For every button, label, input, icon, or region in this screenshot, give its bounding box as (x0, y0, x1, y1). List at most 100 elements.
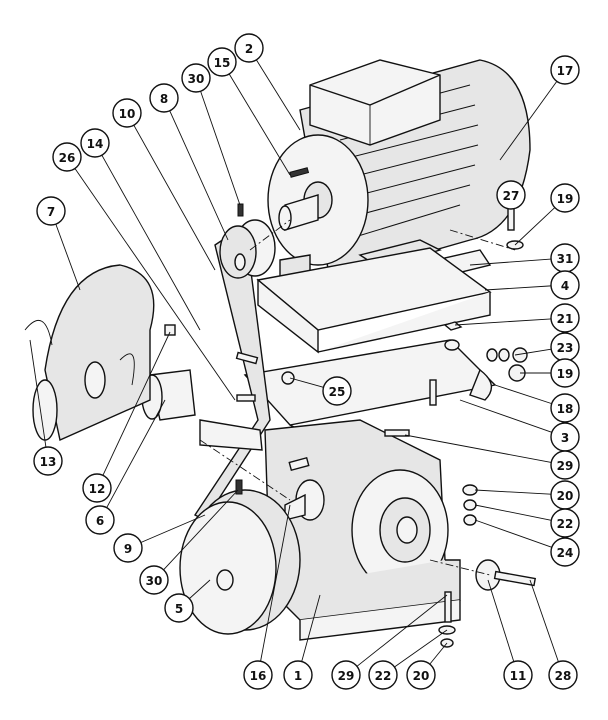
callout-4: 4 (550, 270, 580, 300)
callout-24: 24 (550, 537, 580, 567)
callout-circle (149, 83, 179, 113)
callout-15: 15 (207, 47, 237, 77)
callout-circle (550, 508, 580, 538)
callout-number: 30 (188, 72, 205, 86)
callout-number: 19 (557, 367, 574, 381)
callout-8: 8 (149, 83, 179, 113)
leader-line (289, 377, 324, 388)
callout-number: 10 (119, 107, 136, 121)
callout-number: 31 (557, 252, 574, 266)
callout-18: 18 (550, 393, 580, 423)
callout-circle (113, 533, 143, 563)
callout-number: 2 (245, 42, 253, 56)
callout-circle (234, 33, 264, 63)
callout-number: 14 (87, 137, 104, 151)
gearbox (264, 419, 461, 641)
callout-circle (550, 183, 580, 213)
callout-circle (181, 63, 211, 93)
leader-line (260, 504, 291, 662)
callout-circle (85, 505, 115, 535)
leader-line (499, 81, 558, 161)
callout-number: 6 (96, 514, 104, 528)
callout-circle (550, 358, 580, 388)
center-lines (199, 219, 516, 576)
callout-number: 12 (89, 482, 106, 496)
leader-line (133, 124, 216, 271)
callout-3: 3 (550, 422, 580, 452)
callout-circle (406, 660, 436, 690)
callout-5: 5 (164, 593, 194, 623)
leader-line (454, 318, 552, 326)
leader-line (474, 504, 552, 521)
callout-19: 19 (550, 358, 580, 388)
leader-line (487, 579, 515, 662)
leader-line (140, 514, 206, 543)
callout-number: 16 (250, 669, 267, 683)
callout-10: 10 (112, 98, 142, 128)
callout-circle (112, 98, 142, 128)
leader-line (102, 331, 171, 476)
callout-number: 18 (557, 402, 574, 416)
callout-19: 19 (550, 183, 580, 213)
leader-line (514, 207, 556, 246)
leader-line (514, 348, 552, 356)
callout-circle (52, 142, 82, 172)
callout-circle (550, 537, 580, 567)
callout-6: 6 (85, 505, 115, 535)
leader-line (394, 629, 448, 668)
callout-number: 24 (557, 546, 574, 560)
leader-line (474, 519, 552, 548)
callout-number: 21 (557, 312, 574, 326)
leader-line (106, 399, 166, 508)
callout-circle (36, 196, 66, 226)
callout-circle (80, 128, 110, 158)
callout-number: 28 (555, 669, 572, 683)
callout-29: 29 (550, 450, 580, 480)
leader-line (29, 339, 47, 448)
callout-22: 22 (550, 508, 580, 538)
callout-circle (331, 660, 361, 690)
callout-number: 9 (124, 542, 132, 556)
callout-12: 12 (82, 473, 112, 503)
callout-number: 8 (160, 92, 168, 106)
leader-line (301, 594, 321, 662)
leader-line (356, 594, 448, 667)
callout-20: 20 (550, 480, 580, 510)
callout-number: 15 (214, 56, 231, 70)
callout-number: 1 (294, 669, 302, 683)
fasteners (236, 197, 537, 648)
callout-circle (496, 180, 526, 210)
callout-21: 21 (550, 303, 580, 333)
callout-number: 20 (413, 669, 430, 683)
callout-16: 16 (243, 660, 273, 690)
leader-line (101, 154, 201, 331)
callout-number: 29 (557, 459, 574, 473)
leader-line (529, 579, 559, 662)
callout-28: 28 (548, 660, 578, 690)
leader-line (189, 579, 211, 599)
callout-number: 23 (557, 341, 574, 355)
leader-line (55, 223, 81, 291)
callout-number: 22 (375, 669, 392, 683)
callout-17: 17 (550, 55, 580, 85)
callout-circle (322, 376, 352, 406)
leader-line (163, 489, 239, 571)
callout-number: 13 (40, 455, 57, 469)
callout-circle (503, 660, 533, 690)
callout-number: 22 (557, 517, 574, 531)
callout-circle (550, 55, 580, 85)
callout-circle (548, 660, 578, 690)
callout-30: 30 (139, 565, 169, 595)
callout-9: 9 (113, 533, 143, 563)
callout-circle (243, 660, 273, 690)
callout-number: 30 (146, 574, 163, 588)
leader-line (494, 384, 552, 405)
callout-circle (139, 565, 169, 595)
leader-line (474, 489, 552, 495)
callout-23: 23 (550, 332, 580, 362)
callout-number: 25 (329, 385, 346, 399)
callout-circle (164, 593, 194, 623)
